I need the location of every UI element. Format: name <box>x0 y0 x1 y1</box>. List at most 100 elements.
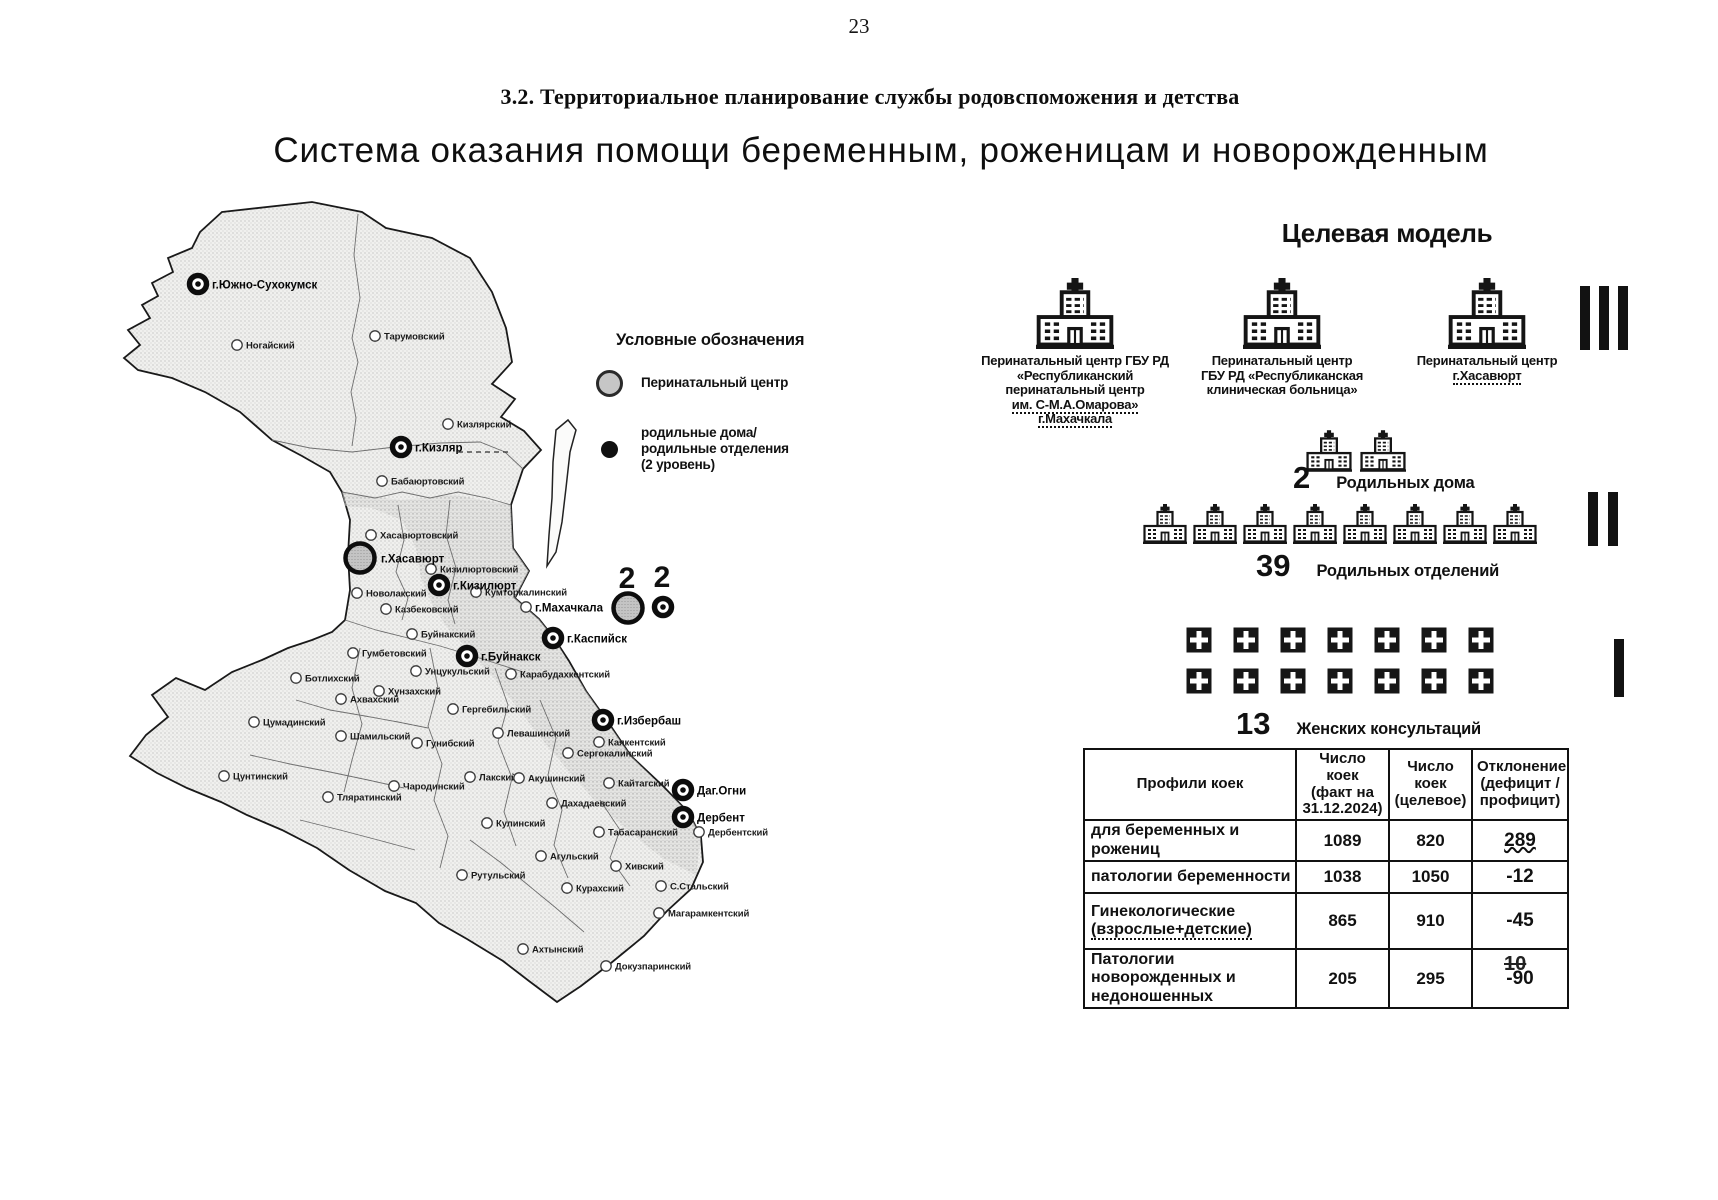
district-label: Табасаранский <box>608 828 678 839</box>
district-label: Курахский <box>576 884 624 895</box>
numeral-bar <box>1608 492 1618 546</box>
legend-item-label: Перинатальный центр <box>641 375 789 391</box>
district-marker <box>610 860 622 872</box>
womens-consultation-icon <box>1233 668 1259 694</box>
city-label: г.Буйнакск <box>481 652 541 664</box>
facility-count: 2 <box>654 561 671 594</box>
section-heading: 3.2. Территориальное планирование службы… <box>500 84 1240 109</box>
page-number: 23 <box>848 14 870 38</box>
district-label: Дахадаевский <box>561 799 627 810</box>
womens-consultation-icon <box>1421 627 1447 653</box>
district-label: Новолакский <box>366 589 427 600</box>
district-marker <box>365 529 377 541</box>
agrakhan-peninsula <box>546 418 577 569</box>
district-marker <box>369 330 381 342</box>
marker-dot <box>436 582 442 588</box>
district-label: Рутульский <box>471 871 526 882</box>
womens-consultation-icon <box>1374 627 1400 653</box>
city-label: г.Хасавюрт <box>381 554 445 566</box>
table-header-cell: Профили коек <box>1083 747 1297 822</box>
legend-item-maternity: родильные дома/родильные отделения (2 ур… <box>596 425 816 474</box>
maternity-home-icon <box>601 440 618 458</box>
district-marker <box>425 563 437 575</box>
numeral-bar <box>1614 639 1624 697</box>
district-label: Хунзахский <box>388 687 441 698</box>
district-label: Магарамкентский <box>668 909 749 920</box>
womens-consultation-icon <box>1280 668 1306 694</box>
numeral-bar <box>1588 492 1598 546</box>
marker-dot <box>464 653 470 659</box>
district-label: Тарумовский <box>384 332 445 343</box>
district-label: Цунтинский <box>233 772 288 783</box>
table-row-label: Гинекологические(взрослые+детские) <box>1083 891 1297 950</box>
city-label: г.Кизилюрт <box>453 581 517 593</box>
maternity-homes-label: Родильных дома <box>1336 474 1475 492</box>
womens-consultation-icon <box>1233 627 1259 653</box>
district-label: Бабаюртовский <box>391 477 465 488</box>
district-marker <box>410 665 422 677</box>
district-label: Ахвахский <box>350 695 399 706</box>
district-label: Гунибский <box>426 739 475 750</box>
facility-count: 2 <box>619 562 636 595</box>
womens-consultations-count: 13 <box>1236 706 1271 741</box>
district-marker <box>248 716 260 728</box>
legend-title: Условные обозначения <box>616 331 805 349</box>
hospital-icon <box>1143 504 1187 544</box>
district-marker <box>335 693 347 705</box>
district-marker <box>562 747 574 759</box>
district-label: Тляратинский <box>337 793 402 804</box>
district-label: Хасавюртовский <box>380 531 458 542</box>
womens-consultations-caption: 13 Женских консультаций <box>1236 706 1481 742</box>
womens-consultation-icon <box>1374 668 1400 694</box>
table-row-label: патологии беременности <box>1083 859 1297 894</box>
marker-dot <box>195 281 201 287</box>
district-marker <box>322 791 334 803</box>
district-label: Ахтынский <box>532 945 584 956</box>
district-label: Сергокалинский <box>577 749 653 760</box>
district-marker <box>373 685 385 697</box>
district-marker <box>593 736 605 748</box>
district-marker <box>593 826 605 838</box>
womens-consultation-icon <box>1327 668 1353 694</box>
table-value-deviation: -12 <box>1471 859 1569 894</box>
level-three-numeral <box>1580 286 1628 350</box>
marker-dot <box>660 604 666 610</box>
city-label: Дербент <box>697 813 745 825</box>
district-marker <box>388 780 400 792</box>
numeral-bar <box>1618 286 1628 350</box>
hospital-icon <box>1036 278 1114 349</box>
district-label: Лакский <box>479 773 517 784</box>
region-outline <box>122 201 704 1004</box>
district-label: Кизлярский <box>457 420 512 431</box>
consultation-icons-row <box>1186 668 1494 694</box>
legend-item-perinatal: Перинатальный центр <box>596 370 816 397</box>
consultation-icons-row <box>1186 627 1494 653</box>
maternity-wards-icons <box>1143 504 1537 544</box>
district-label: Дербентский <box>708 828 768 839</box>
hospital-icon <box>1243 278 1321 349</box>
district-marker <box>517 943 529 955</box>
district-marker <box>406 628 418 640</box>
table-row-label: для беременных и рожениц <box>1083 819 1297 862</box>
maternity-homes-caption: 2 Родильных дома <box>1293 460 1475 496</box>
district-marker <box>290 672 302 684</box>
district-label: Кизилюртовский <box>440 565 519 576</box>
district-marker <box>603 777 615 789</box>
maternity-wards-count: 39 <box>1256 548 1291 583</box>
womens-consultation-icon <box>1421 668 1447 694</box>
district-borders <box>249 213 631 933</box>
district-label: Хивский <box>625 862 664 873</box>
maternity-wards-caption: 39 Родильных отделений <box>1256 548 1499 584</box>
district-label: Буйнакский <box>421 630 475 641</box>
district-label: Казбековский <box>395 605 459 616</box>
table-header-cell: Отклонение(дефицит /профицит) <box>1471 747 1569 822</box>
city-dot-marker <box>520 601 532 613</box>
hospital-icon <box>1393 504 1437 544</box>
district-marker <box>481 817 493 829</box>
